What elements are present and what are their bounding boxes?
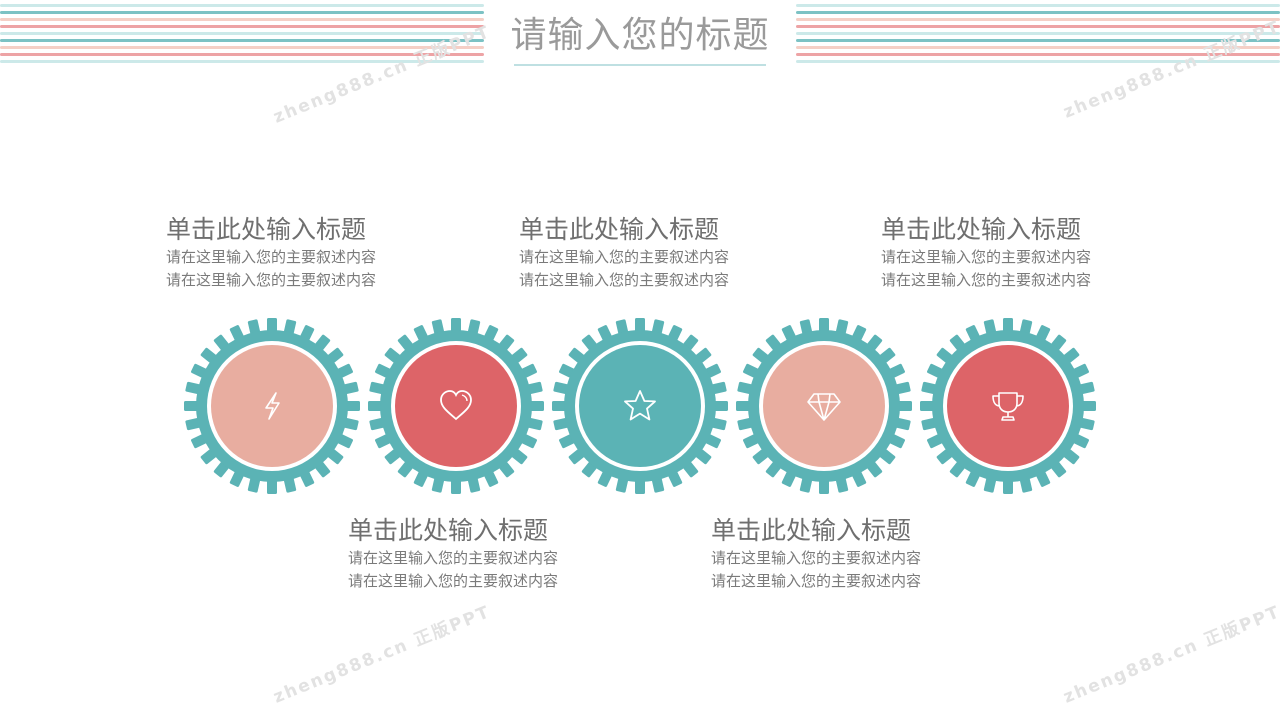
block-text[interactable]: 请在这里输入您的主要叙述内容 <box>881 248 1092 266</box>
gear-step-4[interactable] <box>736 318 912 494</box>
stripe <box>0 53 484 56</box>
stripe <box>796 25 1280 28</box>
block-title[interactable]: 单击此处输入标题 <box>348 516 549 545</box>
block-text[interactable]: 请在这里输入您的主要叙述内容 <box>711 549 922 567</box>
diamond-icon <box>807 393 841 421</box>
stripe <box>0 39 484 42</box>
block-title[interactable]: 单击此处输入标题 <box>711 516 912 545</box>
text-block-1: 单击此处输入标题 请在这里输入您的主要叙述内容 请在这里输入您的主要叙述内容 <box>166 214 376 292</box>
block-text[interactable]: 请在这里输入您的主要叙述内容 <box>166 248 377 266</box>
gear-disc <box>763 345 885 467</box>
trophy-icon <box>992 392 1024 421</box>
block-title[interactable]: 单击此处输入标题 <box>166 215 367 244</box>
stripe <box>796 32 1280 35</box>
block-text[interactable]: 请在这里输入您的主要叙述内容 <box>519 248 730 266</box>
heart-icon <box>440 390 472 421</box>
text-block-5: 单击此处输入标题 请在这里输入您的主要叙述内容 请在这里输入您的主要叙述内容 <box>881 214 1091 292</box>
stripe <box>796 53 1280 56</box>
star-icon <box>624 390 656 421</box>
stripe <box>0 25 484 28</box>
stripe <box>0 18 484 21</box>
stripe <box>0 60 484 63</box>
block-text[interactable]: 请在这里输入您的主要叙述内容 <box>711 572 922 590</box>
block-title[interactable]: 单击此处输入标题 <box>881 215 1082 244</box>
text-block-4: 单击此处输入标题 请在这里输入您的主要叙述内容 请在这里输入您的主要叙述内容 <box>711 515 921 593</box>
gear-disc <box>947 345 1069 467</box>
watermark: zheng888.cn 正版PPT <box>1060 602 1280 708</box>
text-block-2: 单击此处输入标题 请在这里输入您的主要叙述内容 请在这里输入您的主要叙述内容 <box>348 515 558 593</box>
gear-step-5[interactable] <box>920 318 1096 494</box>
gear-step-3[interactable] <box>552 318 728 494</box>
header-stripes-right <box>796 4 1280 66</box>
block-text[interactable]: 请在这里输入您的主要叙述内容 <box>881 271 1092 289</box>
stripe <box>0 4 484 7</box>
page-title[interactable]: 请输入您的标题 <box>510 15 770 56</box>
block-text[interactable]: 请在这里输入您的主要叙述内容 <box>166 271 377 289</box>
block-text[interactable]: 请在这里输入您的主要叙述内容 <box>348 549 559 567</box>
stripe <box>796 39 1280 42</box>
gear-disc <box>395 345 517 467</box>
block-text[interactable]: 请在这里输入您的主要叙述内容 <box>348 572 559 590</box>
gear-step-1[interactable] <box>184 318 360 494</box>
title-underline <box>514 64 766 66</box>
header-stripes-left <box>0 4 484 66</box>
title-box: 请输入您的标题 <box>484 6 796 66</box>
gear-step-2[interactable] <box>368 318 544 494</box>
lightning-icon <box>265 392 280 420</box>
stripe <box>796 46 1280 49</box>
text-block-3: 单击此处输入标题 请在这里输入您的主要叙述内容 请在这里输入您的主要叙述内容 <box>519 214 729 292</box>
stripe <box>796 4 1280 7</box>
stripe <box>796 18 1280 21</box>
stripe <box>796 60 1280 63</box>
gear-disc <box>579 345 701 467</box>
stripe <box>0 11 484 14</box>
stripe <box>0 32 484 35</box>
stripe <box>0 46 484 49</box>
gear-disc <box>211 345 333 467</box>
block-text[interactable]: 请在这里输入您的主要叙述内容 <box>519 271 730 289</box>
stripe <box>796 11 1280 14</box>
watermark: zheng888.cn 正版PPT <box>270 602 494 708</box>
block-title[interactable]: 单击此处输入标题 <box>519 215 720 244</box>
